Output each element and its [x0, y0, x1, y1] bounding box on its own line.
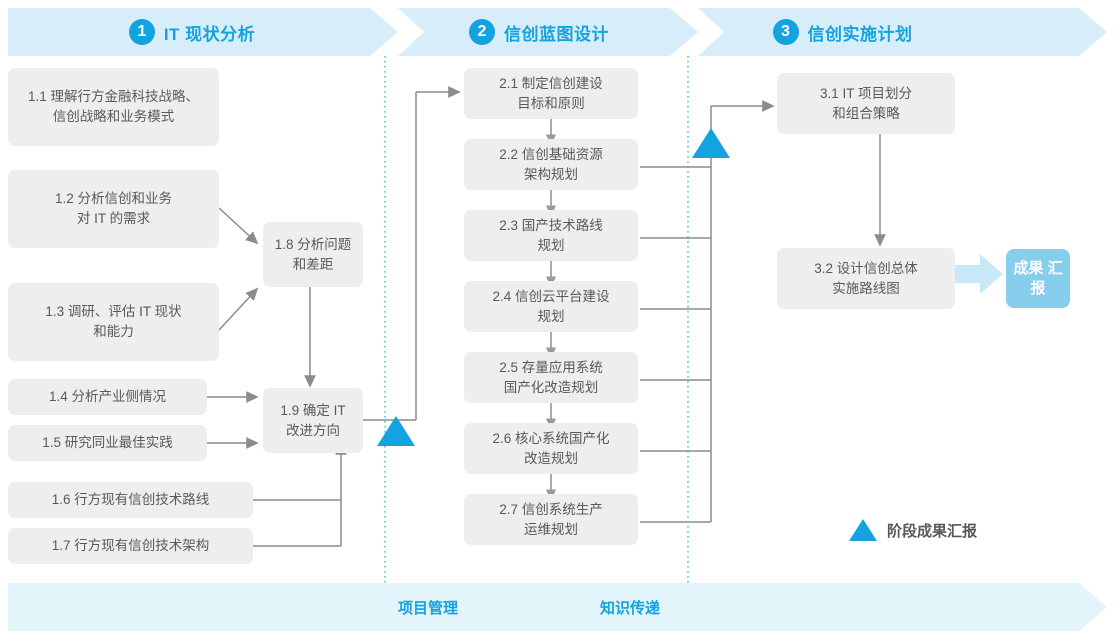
task-box-1-9[interactable]: 1.9 确定 IT 改进方向: [263, 388, 363, 453]
task-box-3-2[interactable]: 3.2 设计信创总体 实施路线图: [777, 248, 955, 309]
task-label-2-1-line2: 目标和原则: [517, 95, 585, 111]
task-label-1-1-line2: 信创战略和业务模式: [52, 109, 175, 124]
task-label-1-5: 1.5 研究同业最佳实践: [42, 435, 173, 450]
task-box-2-1[interactable]: 2.1 制定信创建设 目标和原则: [464, 68, 638, 119]
task-label-3-1-line1: 3.1 IT 项目划分: [819, 85, 913, 101]
task-box-2-3[interactable]: 2.3 国产技术路线 规划: [464, 210, 638, 261]
phase-number-1: 1: [128, 19, 155, 45]
task-label-2-5-line2: 国产化改造规划: [503, 379, 599, 395]
phase-title-2: 信创蓝图设计: [504, 24, 609, 44]
outcome-chip-line2: 汇报: [1030, 259, 1063, 297]
phase-header-1: 1 IT 现状分析: [8, 8, 398, 56]
task-label-2-3-line1: 2.3 国产技术路线: [499, 217, 603, 233]
task-label-2-2-line2: 架构规划: [524, 166, 578, 182]
phase-title-3: 信创实施计划: [807, 24, 913, 44]
task-label-2-2-line1: 2.2 信创基础资源: [499, 146, 603, 162]
legend-milestone: 阶段成果汇报: [849, 519, 977, 541]
task-box-1-4[interactable]: 1.4 分析产业侧情况: [8, 379, 207, 415]
task-label-1-4: 1.4 分析产业侧情况: [48, 389, 167, 404]
triangle-icon: [849, 519, 877, 541]
task-label-1-6: 1.6 行方现有信创技术路线: [51, 492, 210, 507]
task-box-1-3[interactable]: 1.3 调研、评估 IT 现状 和能力: [8, 283, 219, 361]
task-label-3-2-line2: 实施路线图: [832, 280, 900, 296]
task-label-2-4-line1: 2.4 信创云平台建设: [492, 288, 610, 304]
task-label-1-8-line2: 和差距: [292, 256, 334, 272]
task-box-2-5[interactable]: 2.5 存量应用系统 国产化改造规划: [464, 352, 638, 403]
task-label-1-3-line2: 和能力: [93, 324, 134, 339]
task-box-2-2[interactable]: 2.2 信创基础资源 架构规划: [464, 139, 638, 190]
task-label-1-8-line1: 1.8 分析问题: [274, 236, 352, 252]
phase-header-2: 2 信创蓝图设计: [398, 8, 698, 56]
outcome-chip[interactable]: 成果 汇报: [1006, 249, 1070, 308]
task-label-1-1-line1: 1.1 理解行方金融科技战略、: [27, 89, 200, 104]
task-label-2-4-line2: 规划: [537, 308, 565, 324]
outcome-arrow: [950, 254, 1003, 294]
task-label-2-6-line2: 改造规划: [524, 450, 578, 466]
phase-title-1: IT 现状分析: [163, 24, 256, 44]
task-label-1-2-line2: 对 IT 的需求: [76, 211, 151, 226]
task-box-2-7[interactable]: 2.7 信创系统生产 运维规划: [464, 494, 638, 545]
task-label-1-2-line1: 1.2 分析信创和业务: [54, 191, 173, 206]
task-label-2-7-line2: 运维规划: [524, 521, 578, 537]
task-label-1-9-line1: 1.9 确定 IT: [280, 402, 346, 418]
outcome-chip-line1: 成果: [1013, 259, 1044, 277]
task-label-2-6-line1: 2.6 核心系统国产化: [492, 430, 610, 446]
task-box-2-6[interactable]: 2.6 核心系统国产化 改造规划: [464, 423, 638, 474]
task-label-1-3-line1: 1.3 调研、评估 IT 现状: [45, 304, 182, 319]
phase-number-2: 2: [469, 19, 495, 45]
task-box-1-2[interactable]: 1.2 分析信创和业务 对 IT 的需求: [8, 170, 219, 248]
task-label-2-3-line2: 规划: [537, 237, 565, 253]
task-label-2-5-line1: 2.5 存量应用系统: [499, 359, 603, 375]
task-box-2-4[interactable]: 2.4 信创云平台建设 规划: [464, 281, 638, 332]
task-box-3-1[interactable]: 3.1 IT 项目划分 和组合策略: [777, 73, 955, 134]
bottom-band-label-1: 项目管理: [398, 599, 459, 617]
task-label-2-7-line1: 2.7 信创系统生产: [499, 501, 603, 517]
task-label-3-2-line1: 3.2 设计信创总体: [814, 260, 918, 276]
task-box-1-6[interactable]: 1.6 行方现有信创技术路线: [8, 482, 253, 518]
task-box-1-7[interactable]: 1.7 行方现有信创技术架构: [8, 528, 253, 564]
task-label-2-1-line1: 2.1 制定信创建设: [499, 75, 603, 91]
task-box-1-8[interactable]: 1.8 分析问题 和差距: [263, 222, 363, 287]
task-label-1-7: 1.7 行方现有信创技术架构: [51, 538, 210, 553]
task-label-3-1-line2: 和组合策略: [832, 105, 900, 121]
phase-header-3: 3 信创实施计划: [698, 8, 1107, 56]
bottom-band: 项目管理 知识传递: [8, 583, 1107, 631]
bottom-band-label-2: 知识传递: [600, 599, 661, 617]
legend-label: 阶段成果汇报: [887, 522, 978, 540]
task-box-1-1[interactable]: 1.1 理解行方金融科技战略、 信创战略和业务模式: [8, 68, 219, 146]
task-label-1-9-line2: 改进方向: [285, 422, 340, 438]
phase-number-3: 3: [772, 19, 799, 45]
task-box-1-5[interactable]: 1.5 研究同业最佳实践: [8, 425, 207, 461]
